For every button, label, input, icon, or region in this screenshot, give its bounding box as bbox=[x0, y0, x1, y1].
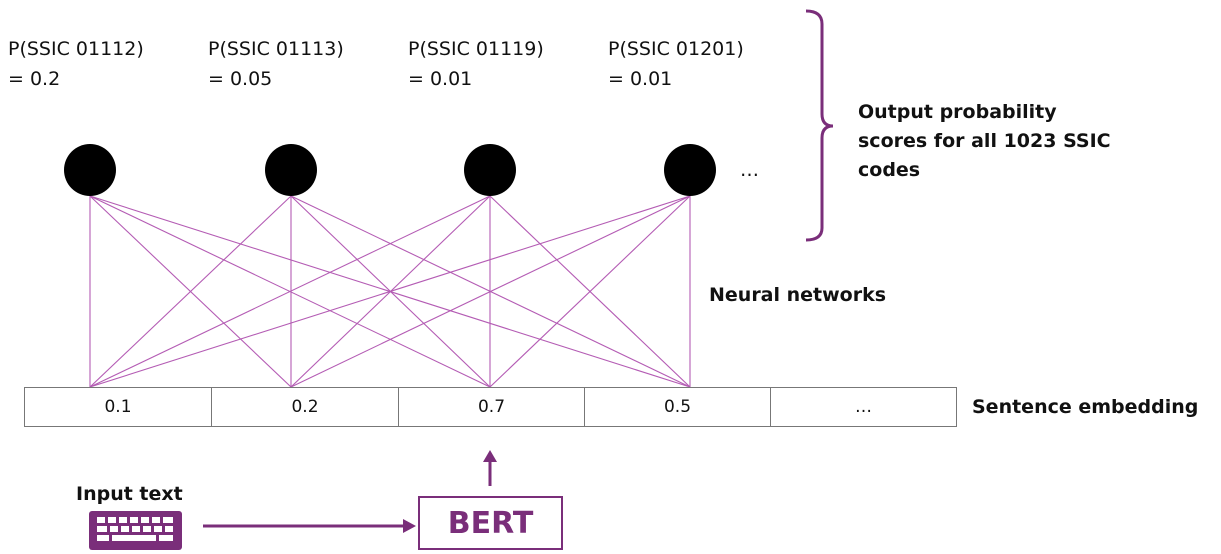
connection-line bbox=[290, 195, 691, 388]
output-prob-label: P(SSIC 01201) bbox=[608, 38, 744, 60]
bert-up-arrow-head bbox=[483, 450, 497, 462]
keyboard-icon bbox=[89, 511, 182, 550]
network-label: Neural networks bbox=[709, 284, 887, 306]
connections bbox=[89, 195, 691, 388]
brace-label: Output probability scores for all 1023 S… bbox=[858, 98, 1111, 185]
embedding-label: Sentence embedding bbox=[972, 396, 1199, 418]
connection-line bbox=[89, 195, 691, 388]
output-node bbox=[464, 144, 516, 196]
output-node bbox=[265, 144, 317, 196]
embedding-cell: 0.1 bbox=[25, 388, 212, 426]
embedding-table: 0.1 0.2 0.7 0.5 … bbox=[24, 387, 957, 427]
output-prob-value: = 0.01 bbox=[408, 68, 473, 90]
connection-line bbox=[89, 195, 491, 388]
output-prob-2: P(SSIC 01119) = 0.01 bbox=[408, 34, 544, 94]
embedding-cell: … bbox=[855, 397, 872, 417]
output-prob-value: = 0.05 bbox=[208, 68, 273, 90]
output-prob-value: = 0.01 bbox=[608, 68, 673, 90]
brace-label-line: Output probability bbox=[858, 101, 1057, 123]
output-prob-3: P(SSIC 01201) = 0.01 bbox=[608, 34, 744, 94]
input-arrow-head bbox=[403, 519, 416, 533]
output-node bbox=[64, 144, 116, 196]
output-prob-value: = 0.2 bbox=[8, 68, 61, 90]
embedding-cell: 0.5 bbox=[585, 388, 771, 426]
connection-line bbox=[489, 195, 691, 388]
embedding-cell: 0.7 bbox=[399, 388, 585, 426]
brace-label-line: codes bbox=[858, 159, 921, 181]
bert-box: BERT bbox=[418, 496, 563, 550]
output-node bbox=[664, 144, 716, 196]
output-prob-label: P(SSIC 01113) bbox=[208, 38, 344, 60]
nodes-ellipsis: … bbox=[740, 159, 759, 181]
curly-brace bbox=[805, 9, 834, 242]
input-label: Input text bbox=[76, 483, 183, 505]
connection-line bbox=[89, 195, 292, 388]
brace-label-line: scores for all 1023 SSIC bbox=[858, 130, 1111, 152]
output-prob-label: P(SSIC 01119) bbox=[408, 38, 544, 60]
output-prob-1: P(SSIC 01113) = 0.05 bbox=[208, 34, 344, 94]
embedding-cell: 0.2 bbox=[212, 388, 399, 426]
output-prob-0: P(SSIC 01112) = 0.2 bbox=[8, 34, 144, 94]
output-prob-label: P(SSIC 01112) bbox=[8, 38, 144, 60]
